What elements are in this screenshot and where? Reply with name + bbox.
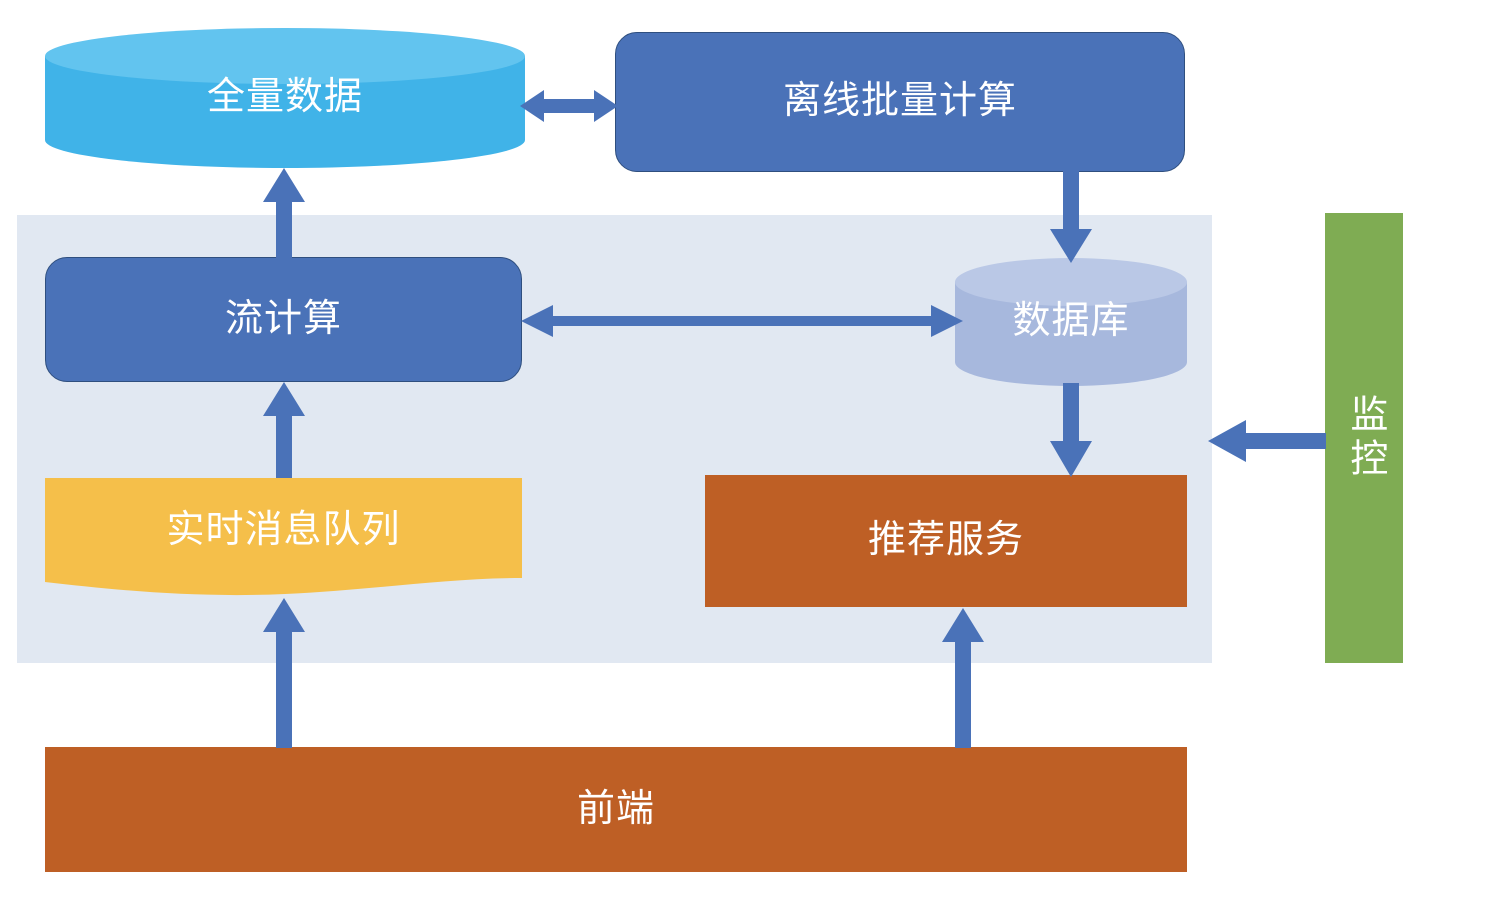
double-arrow-icon <box>520 90 618 122</box>
node-full-data-label: 全量数据 <box>206 76 363 119</box>
node-stream-compute[interactable]: 流计算 <box>45 257 522 382</box>
cylinder-database-shape <box>955 258 1187 386</box>
arrow-up-icon <box>942 608 984 748</box>
node-stream-compute-label: 流计算 <box>224 297 342 340</box>
edge-frontend-recommendation <box>940 608 986 748</box>
node-frontend[interactable]: 前端 <box>45 747 1187 872</box>
node-full-data[interactable]: 全量数据 <box>45 28 525 168</box>
node-offline-batch-compute-label: 离线批量计算 <box>782 80 1017 123</box>
edge-database-recommendation <box>1048 383 1094 477</box>
node-frontend-label: 前端 <box>576 787 655 830</box>
node-monitoring-label: 监控 <box>1343 394 1386 482</box>
node-database[interactable]: 数据库 <box>955 258 1187 386</box>
arrow-up-icon <box>263 168 305 260</box>
node-database-label: 数据库 <box>1012 300 1130 343</box>
edge-monitoring-region <box>1208 418 1326 464</box>
node-realtime-message-queue-label: 实时消息队列 <box>166 509 401 552</box>
edge-mq-stream <box>261 382 307 478</box>
wave-shape-outline <box>45 478 522 596</box>
node-database-text: 数据库 <box>955 258 1187 386</box>
cylinder-full-data-shape <box>45 28 525 168</box>
edge-stream-database <box>521 300 963 342</box>
edge-stream-fulldata <box>261 168 307 260</box>
arrow-up-icon <box>263 382 305 478</box>
node-realtime-message-queue[interactable]: 实时消息队列 <box>45 478 522 600</box>
node-recommendation-service[interactable]: 推荐服务 <box>705 475 1187 607</box>
arrow-down-icon <box>1050 383 1092 477</box>
node-full-data-text: 全量数据 <box>45 28 525 168</box>
double-arrow-thin-icon <box>521 305 963 337</box>
node-monitoring[interactable]: 监控 <box>1325 213 1403 663</box>
arrow-down-icon <box>1050 171 1092 263</box>
node-recommendation-service-label: 推荐服务 <box>867 519 1024 562</box>
edge-frontend-mq <box>261 598 307 748</box>
arrow-up-icon <box>263 598 305 748</box>
edge-fulldata-offline <box>520 86 618 126</box>
node-offline-batch-compute[interactable]: 离线批量计算 <box>615 32 1185 172</box>
arrow-left-icon <box>1208 420 1326 462</box>
node-realtime-message-queue-text: 实时消息队列 <box>45 478 522 600</box>
edge-offline-database <box>1048 171 1094 263</box>
